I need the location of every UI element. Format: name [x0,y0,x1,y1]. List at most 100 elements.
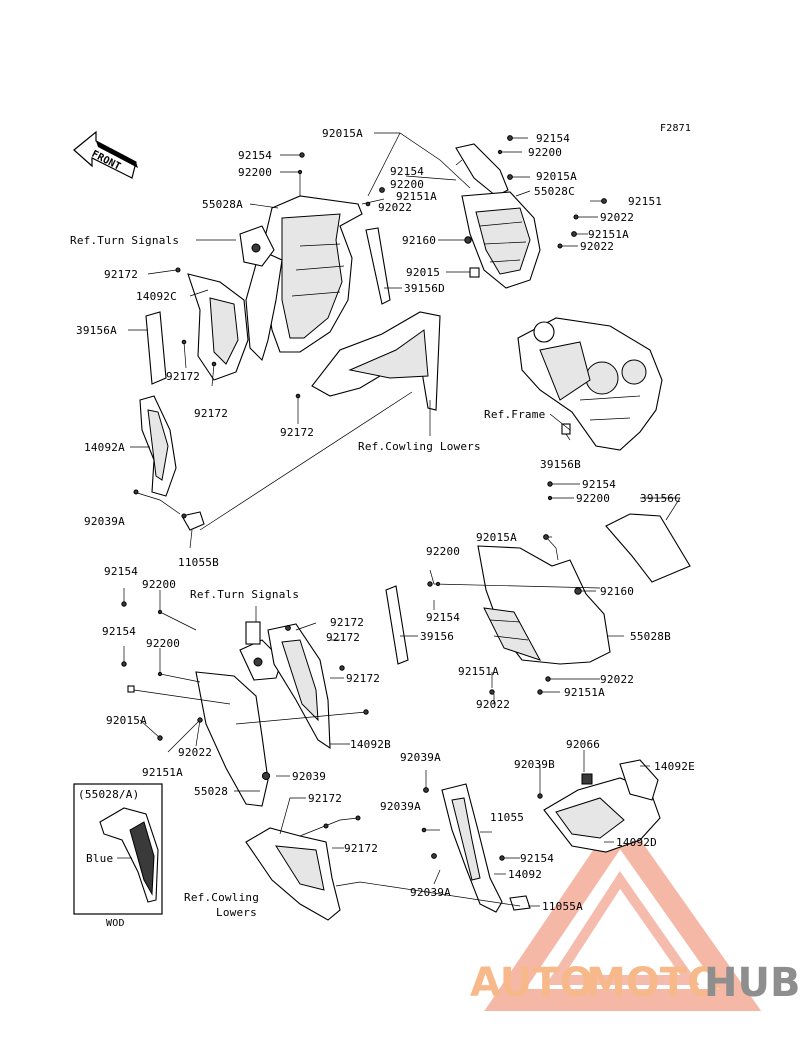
label-92151a-mid: 92151A [396,190,437,203]
label-39156c: 39156C [640,492,681,505]
watermark-text: AUTO MOTO HUB [470,960,800,1006]
label-92022-right-a: 92022 [600,211,634,224]
inset-caption: WOD [106,918,125,929]
label-92154-mid: 92154 [390,165,424,178]
label-92022-d: 92022 [476,698,510,711]
label-92200-left: 92200 [238,166,272,179]
part-labels: 92015A 92154 92200 92154 92200 92154 922… [70,127,695,919]
label-92039: 92039 [292,770,326,783]
bracket-11055a [509,895,531,911]
label-92066: 92066 [566,738,600,751]
bracket-11055b [181,511,205,531]
panel-39156c [605,513,691,583]
label-92172-i: 92172 [344,842,378,855]
frame-ref [517,317,663,451]
label-92172-f: 92172 [326,631,360,644]
figure-code: F2871 [660,123,691,134]
seal-39156d [365,227,391,305]
label-92039a-left: 92039A [84,515,125,528]
label-39156b: 39156B [540,458,581,471]
label-ref-turn-signals-top: Ref.Turn Signals [70,234,179,247]
label-14092e: 14092E [654,760,695,773]
label-14092a: 14092A [84,441,125,454]
label-11055: 11055 [490,811,524,824]
watermark-inner-triangle [545,871,700,985]
label-92172-h: 92172 [308,792,342,805]
label-92154-d: 92154 [426,611,460,624]
label-92172-e: 92172 [330,616,364,629]
label-92151a-e: 92151A [142,766,183,779]
watermark-auto: AUTO [470,960,594,1006]
inset-title: (55028/A) [78,788,139,801]
label-92160-top: 92160 [402,234,436,247]
lower-cowl-ref-lower [245,827,341,921]
inner-panel-14092b [267,623,331,750]
label-92200-right: 92200 [528,146,562,159]
label-92154-frame: 92154 [582,478,616,491]
label-92154-left: 92154 [238,149,272,162]
label-92200-e: 92200 [146,637,180,650]
label-92154-f: 92154 [520,852,554,865]
label-92151a-right: 92151A [588,228,629,241]
label-39156a: 39156A [76,324,117,337]
label-55028a: 55028A [202,198,243,211]
side-cowl-55028c [455,143,541,289]
label-92172-b: 92172 [166,370,200,383]
label-92151a-c: 92151A [458,665,499,678]
inset-color-label: Blue [86,852,113,865]
watermark-logo [484,810,762,1011]
label-39156d: 39156D [404,282,445,295]
label-92015a-c: 92015A [106,714,147,727]
label-92015a-right: 92015A [536,170,577,183]
label-92200-c: 92200 [142,578,176,591]
label-92200-b: 92200 [426,545,460,558]
label-92039a-c: 92039A [380,800,421,813]
watermark-triangle [484,810,762,1011]
label-92039a-d: 92039A [410,886,451,899]
label-ref-turn-signals-bottom: Ref.Turn Signals [190,588,299,601]
duct-14092d [543,759,661,853]
label-92022-mid: 92022 [378,201,412,214]
label-92172-g: 92172 [346,672,380,685]
label-92154-e: 92154 [102,625,136,638]
label-lowers-bottom: Lowers [216,906,257,919]
label-92154-right: 92154 [536,132,570,145]
label-92200-mid: 92200 [390,178,424,191]
turn-signal-bracket [239,225,275,267]
label-55028b: 55028B [630,630,671,643]
label-ref-cowling-bottom: Ref.Cowling [184,891,259,904]
label-ref-cowling-lowers-top: Ref.Cowling Lowers [358,440,481,453]
label-92151: 92151 [628,195,662,208]
label-92039b: 92039B [514,758,555,771]
lower-cowl-ref-upper [311,311,441,411]
label-39156: 39156 [420,630,454,643]
upper-cowling-part [245,195,363,362]
label-92015a-b: 92015A [476,531,517,544]
label-92151a-d: 92151A [564,686,605,699]
bracket-14092a [139,395,177,497]
label-92172-c: 92172 [194,407,228,420]
label-11055a: 11055A [542,900,583,913]
watermark-moto: MOTO [586,960,721,1006]
label-92200-frame: 92200 [576,492,610,505]
label-92160-b: 92160 [600,585,634,598]
label-14092d: 14092D [616,836,657,849]
label-92015: 92015 [406,266,440,279]
seal-39156a [145,311,167,385]
label-14092b: 14092B [350,738,391,751]
fastener-markers [121,135,607,861]
seal-39156 [385,585,409,665]
label-92022-c: 92022 [600,673,634,686]
label-14092: 14092 [508,868,542,881]
label-92022-e: 92022 [178,746,212,759]
label-92039a-b: 92039A [400,751,441,764]
label-92154-c: 92154 [104,565,138,578]
label-14092c: 14092C [136,290,177,303]
bracket-14092 [441,783,503,913]
label-ref-frame: Ref.Frame [484,408,545,421]
leader-lines [123,132,681,907]
watermark-hub: HUB [704,960,800,1006]
label-55028: 55028 [194,785,228,798]
